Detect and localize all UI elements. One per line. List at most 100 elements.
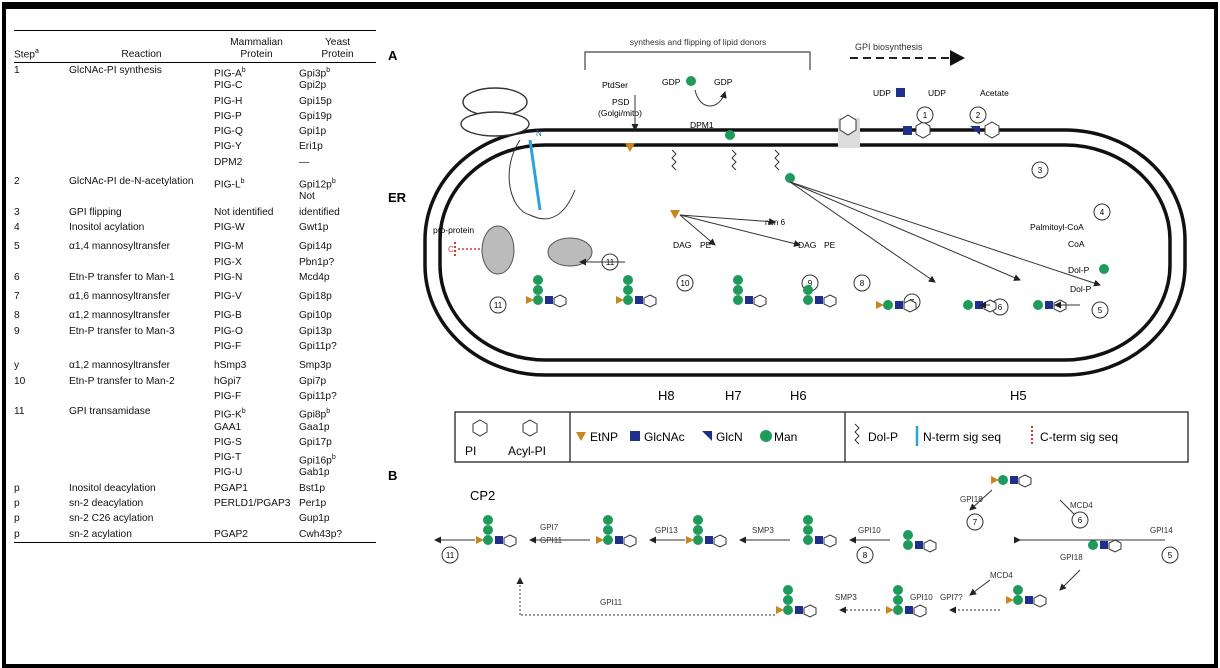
- pathway-arrows-a: [579, 95, 1101, 309]
- b-gpi10: GPI10: [858, 526, 881, 535]
- cell-reaction: sn-2 deacylation: [69, 498, 144, 510]
- cell-reaction: [69, 389, 214, 404]
- step-11-label-b: 11: [494, 301, 503, 310]
- b-step-7-marker: [966, 513, 984, 531]
- cell-reaction: Inositol deacylation: [69, 482, 156, 494]
- legend-nterm: N-term sig seq: [923, 430, 1001, 444]
- pi-inositol-icon: [839, 114, 857, 136]
- bracket-label: synthesis and flipping of lipid donors: [630, 37, 767, 47]
- b-step-8-label: 8: [863, 551, 868, 560]
- cell-yeast: Gaa1p: [299, 421, 330, 433]
- legend-man: Man: [774, 430, 797, 444]
- cell-mammalian: PGAP2: [214, 528, 248, 540]
- b-step-5-label: 5: [1168, 551, 1173, 560]
- cell-step: [14, 109, 69, 124]
- b-gpi14: GPI14: [1150, 526, 1173, 535]
- cell-reaction: GPI transamidase: [69, 406, 151, 418]
- panel-b-arrows: [434, 489, 1165, 616]
- panel-b-intermediates: [476, 474, 1122, 618]
- cell-mammalian: PIG-V: [214, 291, 242, 303]
- pe-label-1: PE: [700, 240, 712, 250]
- cell-mammalian: PIG-X: [214, 256, 242, 268]
- cell-step: [14, 124, 69, 139]
- dolp-label-1: Dol-P: [1068, 265, 1090, 275]
- cell-reaction: [69, 465, 214, 480]
- intermediate-h5-b: [963, 299, 997, 313]
- intermediate-h7-a: [616, 275, 657, 308]
- palmitoyl-label: Palmitoyl-CoA: [1030, 222, 1084, 232]
- cell-mammalian: PIG-B: [214, 310, 242, 322]
- step-2-label: 2: [976, 111, 981, 120]
- b-smp3: SMP3: [752, 526, 774, 535]
- step-4-marker: [1093, 203, 1111, 221]
- step-4-label: 4: [1100, 208, 1105, 217]
- cell-mammalian: PIG-M: [214, 241, 244, 253]
- b-gpi7b: GPI7?: [940, 593, 963, 602]
- cell-step: 10: [14, 375, 26, 387]
- glcnac-legend-icon: [630, 431, 640, 441]
- b-step-6-label: 6: [1078, 516, 1083, 525]
- cell-yeast: —: [299, 156, 310, 168]
- cell-mammalian: PERLD1/PGAP3: [214, 498, 291, 510]
- cell-step: [14, 255, 69, 270]
- dolichol-3: [774, 149, 780, 171]
- cell-mammalian: PIG-F: [214, 390, 242, 402]
- dolichol-2: [731, 149, 737, 171]
- cell-yeast: Gpi11p?: [299, 341, 337, 353]
- step-10-label: 10: [681, 279, 690, 288]
- cell-yeast: Gpi10p: [299, 310, 332, 322]
- cell-reaction: α1,4 mannosyltransfer: [69, 241, 171, 253]
- cell-step: [14, 465, 69, 480]
- er-membrane-outer: [423, 128, 1187, 377]
- legend-glcnac: GlcNAc: [644, 430, 685, 444]
- golgi-label: (Golgi/mito): [598, 108, 642, 118]
- dpm1-label: DPM1: [690, 120, 714, 130]
- cell-step: 11: [14, 406, 25, 418]
- cell-step: [14, 389, 69, 404]
- ribosome-bottom: [460, 111, 530, 137]
- step-markers-a: 1 2 3 4 5 6 7 8 9 10 11 11: [489, 106, 1111, 319]
- cell-reaction: [69, 78, 214, 93]
- cell-mammalian: Not identified: [214, 206, 274, 218]
- gpi-biosynthesis-arrowhead: [950, 50, 965, 66]
- step-6-label: 6: [998, 303, 1003, 312]
- step-8-label: 8: [860, 279, 865, 288]
- dolp-legend-icon: [854, 423, 860, 445]
- cell-yeast: Gpi3pb: [299, 67, 331, 80]
- coa-label: CoA: [1068, 239, 1085, 249]
- cell-reaction: [69, 124, 214, 139]
- table-top-rule: [14, 30, 376, 31]
- header-step: Stepa: [14, 47, 39, 60]
- legend: PI Acyl-PI EtNP GlcNAc GlcN Man Dol-P N-…: [454, 411, 1189, 463]
- b-gpi18: GPI18: [960, 495, 983, 504]
- man-icon-flip: [785, 173, 795, 183]
- man-icon-dpm: [725, 130, 735, 140]
- cell-step: y: [14, 360, 20, 372]
- cell-reaction: [69, 139, 214, 154]
- pro-protein-label: pro-protein: [433, 225, 474, 235]
- cell-mammalian: PIG-P: [214, 110, 242, 122]
- cell-reaction: [69, 109, 214, 124]
- pi-legend-icon: [472, 419, 488, 437]
- pi-icon-1: [915, 121, 931, 139]
- cell-step: 8: [14, 310, 20, 322]
- cell-reaction: [69, 435, 214, 450]
- step-5-marker: [1091, 301, 1109, 319]
- b-step-11-label: 11: [446, 551, 455, 560]
- udp-glcnac-label: UDP: [873, 88, 891, 98]
- legend-glcn: GlcN: [716, 430, 743, 444]
- etnp-legend-icon: [576, 432, 586, 441]
- cell-yeast: Gpi12pb: [299, 178, 336, 191]
- pro-protein-blob: [481, 225, 515, 275]
